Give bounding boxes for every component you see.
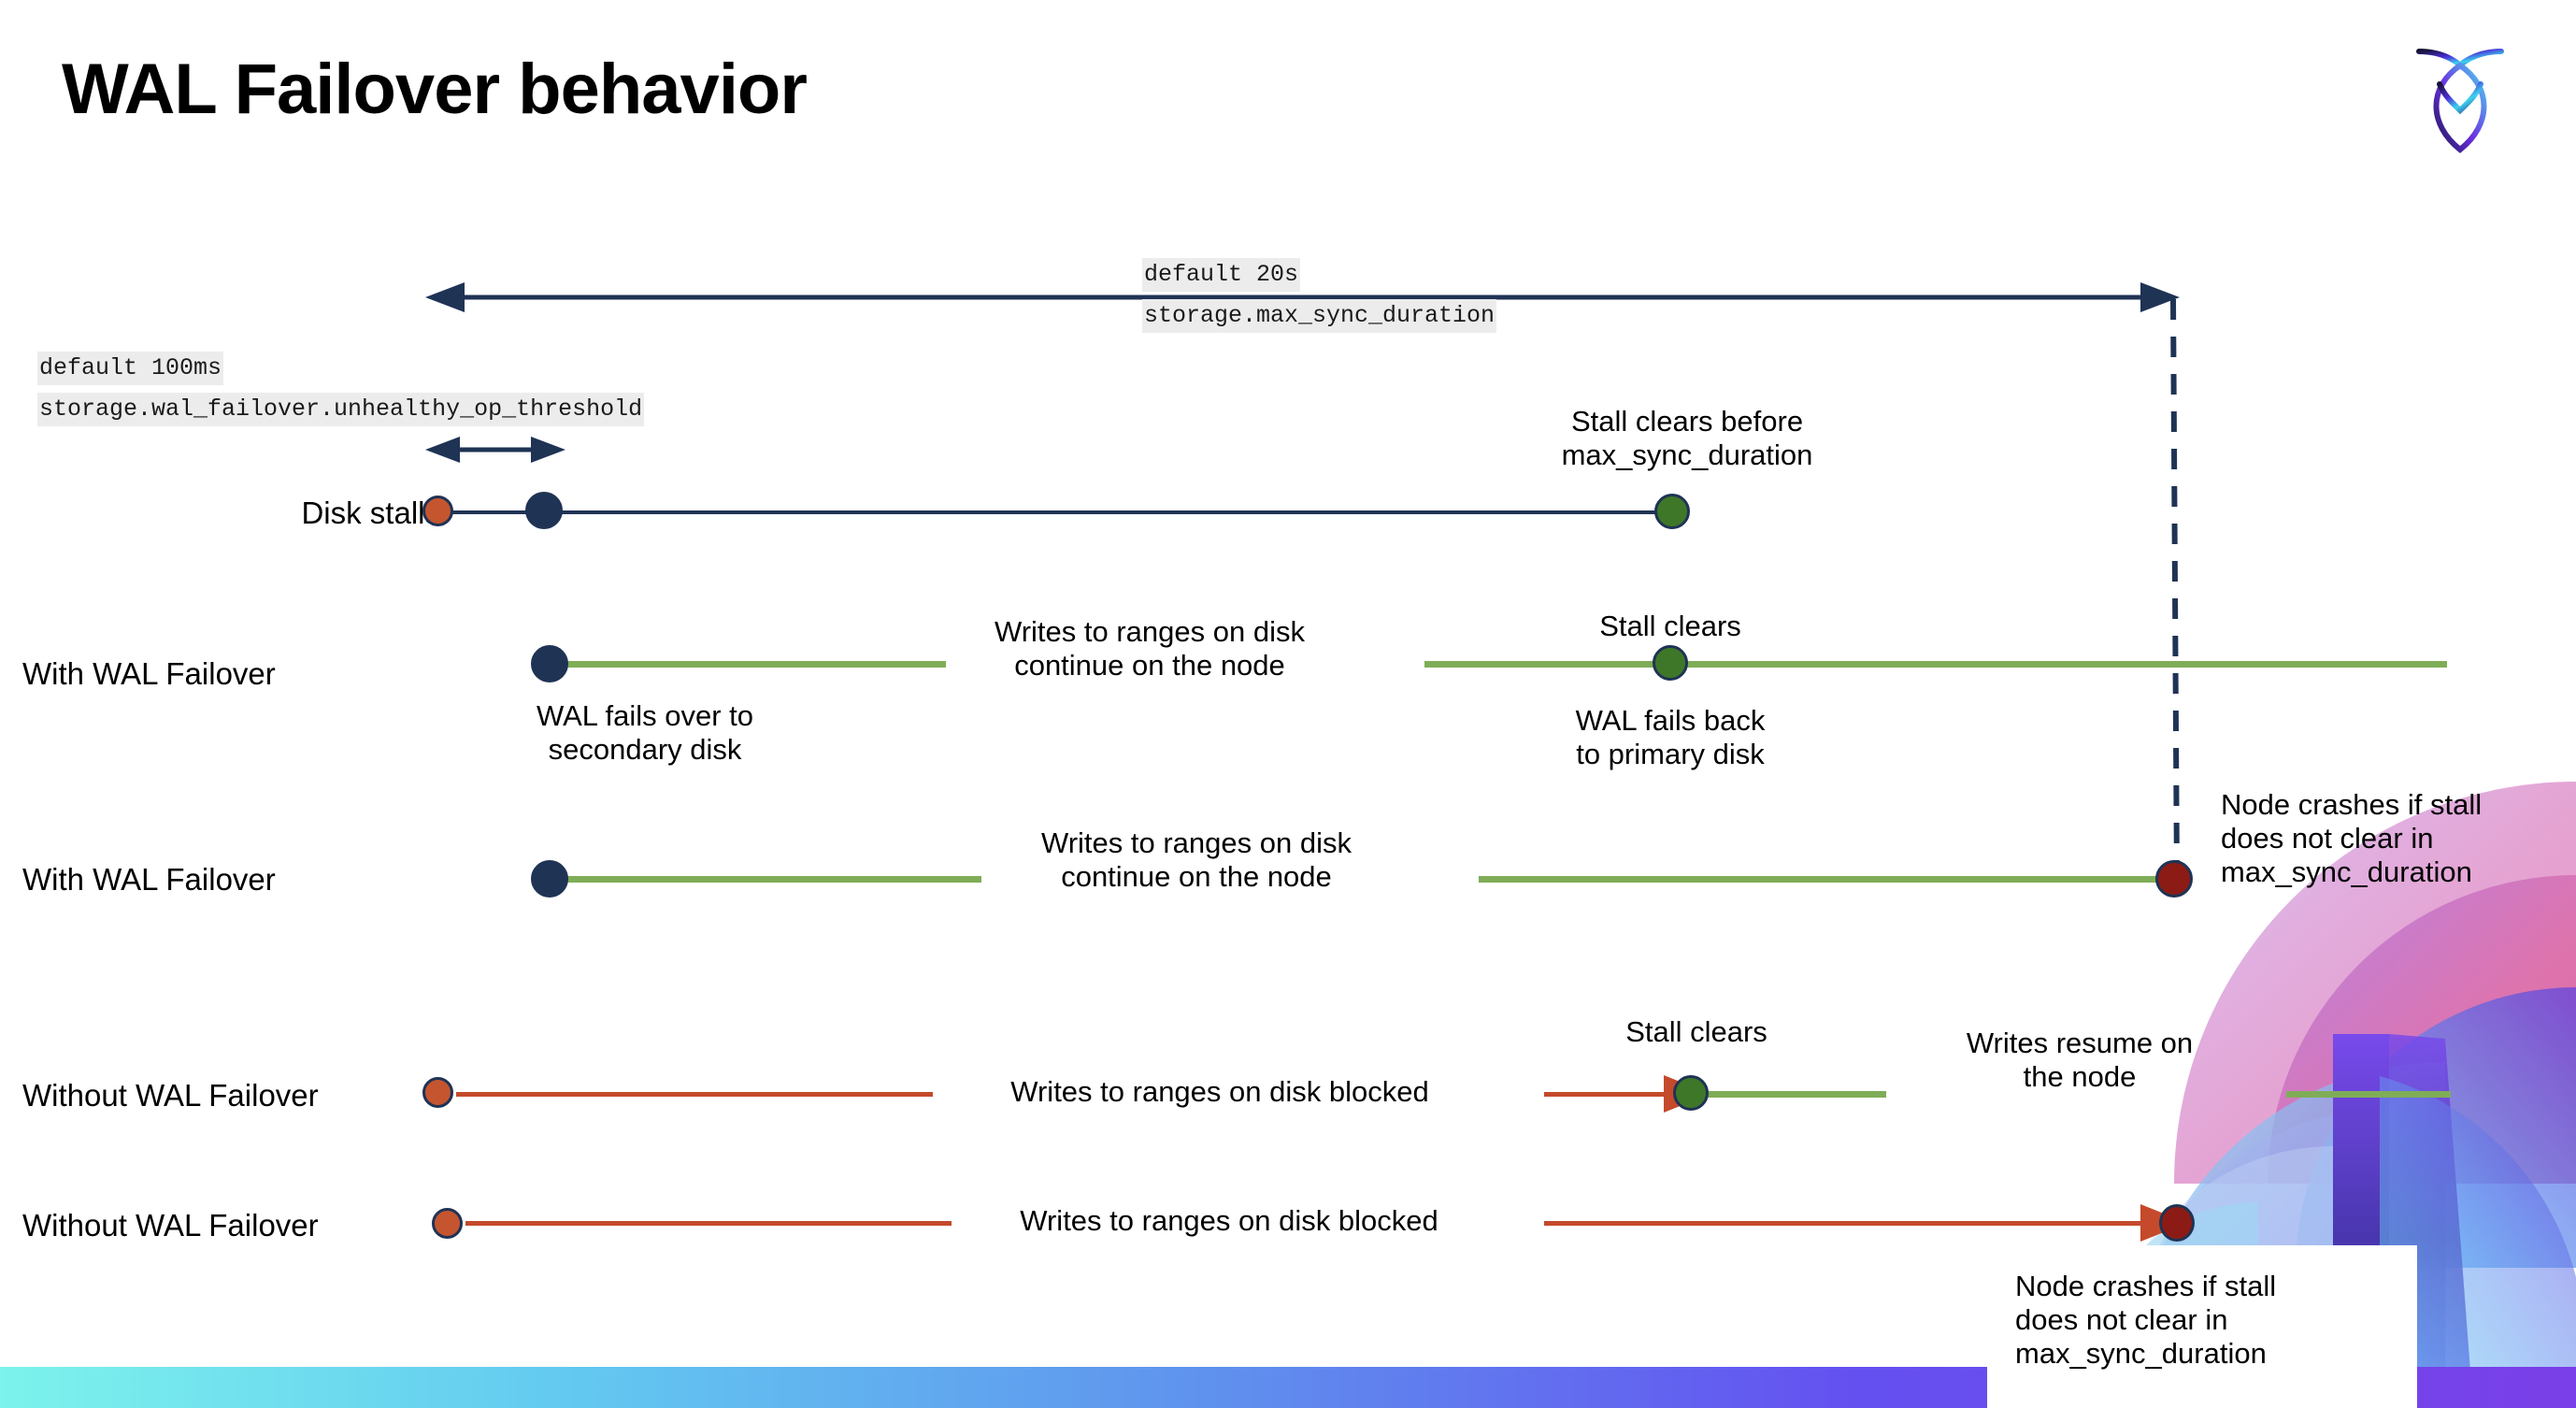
row2-timeline-green-left (542, 661, 946, 668)
row5-timeline-red-right (1544, 1221, 2142, 1226)
max-sync-duration-dropline (2170, 298, 2180, 880)
row1-timeline-navy (439, 510, 1671, 514)
unhealthy-op-setting-label: storage.wal_failover.unhealthy_op_thresh… (37, 393, 645, 427)
cockroach-labs-logo-icon (2416, 49, 2504, 153)
row4-caption-writes-blocked: Writes to ranges on disk blocked (1010, 1075, 1429, 1108)
row4-caption-stall-clears: Stall clears (1625, 1015, 1767, 1048)
row2-caption-wal-fails-back: WAL fails back to primary disk (1575, 704, 1766, 770)
node-crash-callout-box (1987, 1245, 2417, 1408)
row2-failover-dot (531, 645, 568, 682)
max-sync-default-label: default 20s (1142, 258, 1301, 293)
row-label-disk-stalls: Disk stalls (301, 496, 440, 530)
row3-failover-dot (531, 860, 568, 898)
row5-timeline-red-left (465, 1221, 952, 1226)
row2-caption-wal-fails-over: WAL fails over to secondary disk (536, 699, 753, 766)
row-label-without-wal-failover-1: Without WAL Failover (22, 1078, 319, 1113)
row2-caption-stall-clears: Stall clears (1599, 610, 1741, 642)
row2-stall-clear-dot (1653, 645, 1688, 681)
row1-caption-stall-clears-before: Stall clears before max_sync_duration (1561, 405, 1813, 471)
row4-timeline-red-left (456, 1092, 933, 1097)
row3-node-crash-dot (2155, 860, 2193, 898)
row-label-without-wal-failover-2: Without WAL Failover (22, 1208, 319, 1243)
row5-node-crash-dot (2159, 1204, 2195, 1242)
row1-stall-clear-dot (1654, 494, 1690, 529)
row-label-with-wal-failover-1: With WAL Failover (22, 656, 276, 691)
unhealthy-op-default-label: default 100ms (37, 352, 224, 386)
row-label-with-wal-failover-2: With WAL Failover (22, 862, 276, 897)
row5-caption-writes-blocked: Writes to ranges on disk blocked (1020, 1204, 1438, 1237)
row4-timeline-green-right (2286, 1091, 2451, 1098)
max-sync-setting-label: storage.max_sync_duration (1142, 299, 1497, 334)
row4-timeline-green-mid (1703, 1091, 1886, 1098)
row5-caption-node-crashes: Node crashes if stall does not clear in … (2015, 1270, 2277, 1370)
row2-timeline-green-right (1424, 661, 2447, 668)
row1-stall-start-dot (422, 496, 453, 526)
row3-caption-node-crashes: Node crashes if stall does not clear in … (2221, 788, 2483, 888)
row3-caption-writes-continue: Writes to ranges on disk continue on the… (1041, 826, 1352, 893)
row4-timeline-red-mid (1544, 1092, 1684, 1097)
row5-stall-start-dot (432, 1208, 463, 1239)
row3-timeline-green-left (542, 876, 981, 883)
row1-failover-dot (525, 492, 563, 529)
row4-stall-clear-dot (1673, 1075, 1709, 1111)
row4-stall-start-dot (422, 1077, 453, 1108)
row2-caption-writes-continue: Writes to ranges on disk continue on the… (995, 615, 1305, 682)
row3-timeline-green-right (1479, 876, 2170, 883)
row4-caption-writes-resume: Writes resume on the node (1966, 1027, 2194, 1093)
page-title: WAL Failover behavior (62, 50, 808, 129)
unhealthy-op-threshold-arrow (425, 437, 565, 463)
